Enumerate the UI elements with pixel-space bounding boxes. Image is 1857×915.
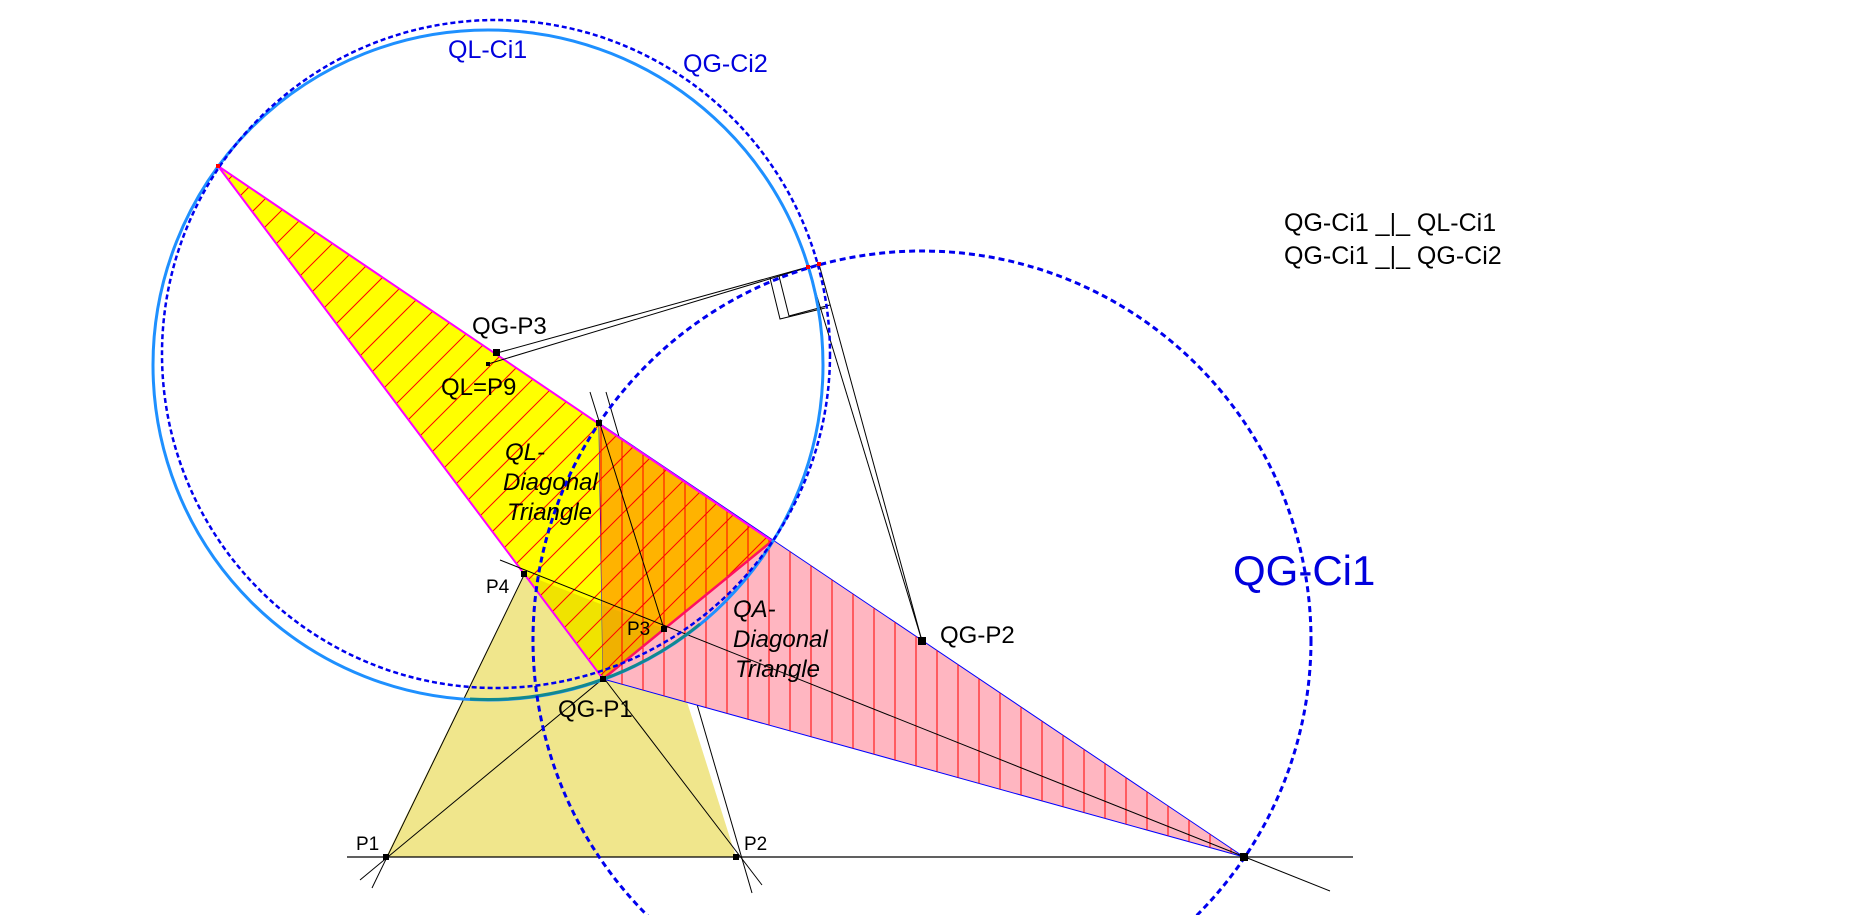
label-qg-p2: QG-P2 [940, 622, 1015, 649]
quadrangle-region [386, 423, 736, 857]
svg-text:Triangle: Triangle [507, 499, 592, 526]
tangent-line-d [818, 263, 923, 642]
point-p3[interactable] [661, 626, 667, 632]
diag-p2-qgp1 [589, 659, 763, 886]
circle-qg-ci2 [160, 18, 832, 690]
label-p1: P1 [356, 834, 379, 855]
line-p4-p3 [499, 559, 1331, 892]
point-p4[interactable] [521, 571, 527, 577]
label-qg-p1: QG-P1 [558, 696, 633, 723]
label-ql-ci1: QL-Ci1 [448, 36, 527, 64]
tangent-line-b [487, 263, 820, 365]
label-p2: P2 [744, 834, 767, 855]
label-qg-ci1: QG-Ci1 [1233, 547, 1375, 594]
svg-text:Diagonal: Diagonal [503, 469, 598, 496]
diag-p1-qgp1 [359, 647, 641, 881]
point-p1[interactable] [383, 854, 389, 860]
point-p2[interactable] [733, 854, 739, 860]
right-angle-marker-2 [778, 275, 831, 317]
circle-ql-ci1-teal-arc [469, 622, 701, 701]
label-p4: P4 [486, 577, 510, 598]
ql-triangle-base [602, 540, 773, 680]
point-x[interactable] [1240, 853, 1248, 861]
point-tangent-2 [817, 262, 821, 266]
point-qg-p2[interactable] [918, 637, 926, 645]
note-line: QG-Ci1 _|_ QG-Ci2 [1284, 242, 1502, 270]
label-qg-ci2: QG-Ci2 [683, 50, 768, 78]
tangent-line-a [496, 266, 809, 354]
label-ql-p9: QL=P9 [441, 374, 516, 401]
label-ql-diagonal-triangle: QL- Diagonal Triangle [503, 439, 598, 526]
point-tangent-1 [806, 265, 810, 269]
label-qa-diagonal-triangle: QA- Diagonal Triangle [733, 596, 828, 683]
label-p3: P3 [627, 619, 650, 640]
point-qg-p3[interactable] [493, 349, 500, 356]
note-line: QG-Ci1 _|_ QL-Ci1 [1284, 209, 1497, 237]
line-v-p3 [589, 391, 665, 630]
label-qg-p3: QG-P3 [472, 313, 547, 340]
svg-text:QA-: QA- [733, 596, 776, 623]
svg-text:Triangle: Triangle [735, 656, 820, 683]
point-v[interactable] [596, 420, 602, 426]
circle-qg-ci1 [531, 249, 1313, 915]
tangent-line-c [807, 266, 923, 642]
point-ql-p9[interactable] [486, 362, 490, 366]
svg-text:Diagonal: Diagonal [733, 626, 828, 653]
right-angle-marker-1 [769, 277, 826, 320]
point-a [216, 164, 220, 168]
svg-text:QL-: QL- [505, 439, 545, 466]
point-qg-p1[interactable] [600, 676, 606, 682]
